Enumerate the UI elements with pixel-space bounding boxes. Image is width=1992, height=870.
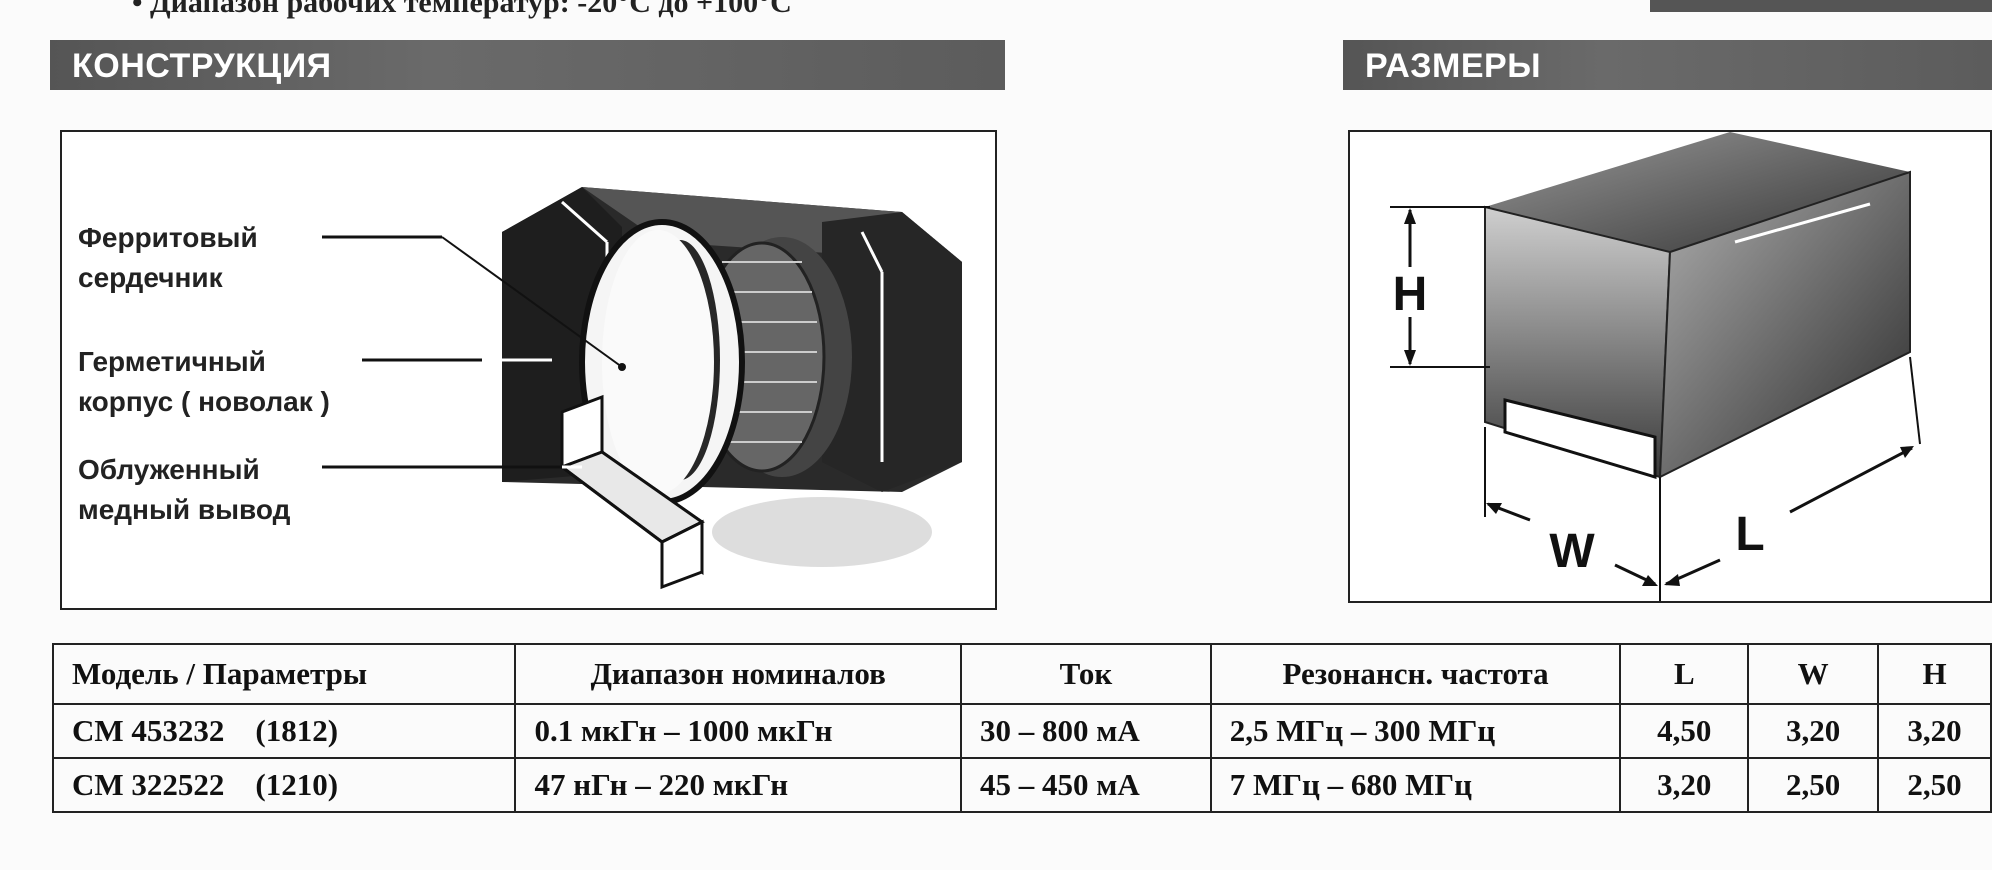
label-ferrite-core-line2: сердечник xyxy=(78,262,223,293)
header-current: Ток xyxy=(960,643,1212,705)
label-tinned-lead-line1: Облуженный xyxy=(78,454,260,485)
label-ferrite-core-line1: Ферритовый xyxy=(78,222,258,253)
header-value-range: Диапазон номиналов xyxy=(514,643,963,705)
header-w: W xyxy=(1747,643,1880,705)
cell-h: 3,20 xyxy=(1877,703,1992,759)
table-row: CM 322522 (1210) 47 нГн – 220 мкГн 45 – … xyxy=(51,757,1992,813)
cell-w: 2,50 xyxy=(1747,757,1880,813)
chip-dimensions-drawing: H W L xyxy=(1390,132,1921,601)
chip-top-face xyxy=(1485,132,1910,252)
construction-figure: Ферритовый сердечник Герметичный корпус … xyxy=(60,130,997,610)
label-tinned-lead-line2: медный вывод xyxy=(78,494,291,525)
dim-w-label: W xyxy=(1549,525,1595,578)
label-tinned-lead: Облуженный медный вывод xyxy=(78,450,290,530)
dim-l-label: L xyxy=(1735,508,1764,561)
section-header-dimensions: РАЗМЕРЫ xyxy=(1343,40,1992,90)
label-ferrite-core: Ферритовый сердечник xyxy=(78,218,258,298)
label-sealed-case-line2: корпус ( новолак ) xyxy=(78,386,330,417)
header-h: H xyxy=(1877,643,1992,705)
header-model: Модель / Параметры xyxy=(51,643,517,705)
cell-w: 3,20 xyxy=(1747,703,1880,759)
cell-model: CM 322522 (1210) xyxy=(51,757,517,813)
spec-table: Модель / Параметры Диапазон номиналов То… xyxy=(51,643,1992,813)
header-resonant-frequency: Резонансн. частота xyxy=(1209,643,1622,705)
dimensions-figure: H W L xyxy=(1348,130,1992,603)
top-line-temperature-range: • Диапазон рабочих температур: -20°С до … xyxy=(132,0,792,19)
chip-terminal xyxy=(1503,398,1657,480)
cell-l: 4,50 xyxy=(1619,703,1750,759)
label-sealed-case: Герметичный корпус ( новолак ) xyxy=(78,342,330,422)
label-sealed-case-line1: Герметичный xyxy=(78,346,266,377)
dim-h-label: H xyxy=(1393,268,1428,321)
cell-current: 30 – 800 мА xyxy=(960,703,1212,759)
cell-h: 2,50 xyxy=(1877,757,1992,813)
header-l: L xyxy=(1619,643,1750,705)
cell-model: CM 453232 (1812) xyxy=(51,703,517,759)
cell-value-range: 0.1 мкГн – 1000 мкГн xyxy=(514,703,963,759)
cell-value-range: 47 нГн – 220 мкГн xyxy=(514,757,963,813)
case-right-block xyxy=(822,212,962,492)
cell-l: 3,20 xyxy=(1619,757,1750,813)
dim-l-line xyxy=(1909,356,1921,445)
cell-resonant-frequency: 2,5 МГц – 300 МГц xyxy=(1209,703,1622,759)
cell-resonant-frequency: 7 МГц – 680 МГц xyxy=(1209,757,1622,813)
chip-side-face xyxy=(1658,170,1911,479)
section-header-construction: КОНСТРУКЦИЯ xyxy=(50,40,1005,90)
top-right-bar xyxy=(1650,0,1992,12)
cell-current: 45 – 450 мА xyxy=(960,757,1212,813)
table-header-row: Модель / Параметры Диапазон номиналов То… xyxy=(51,643,1992,705)
inductor-cutaway-drawing xyxy=(322,187,962,590)
table-row: CM 453232 (1812) 0.1 мкГн – 1000 мкГн 30… xyxy=(51,703,1992,759)
